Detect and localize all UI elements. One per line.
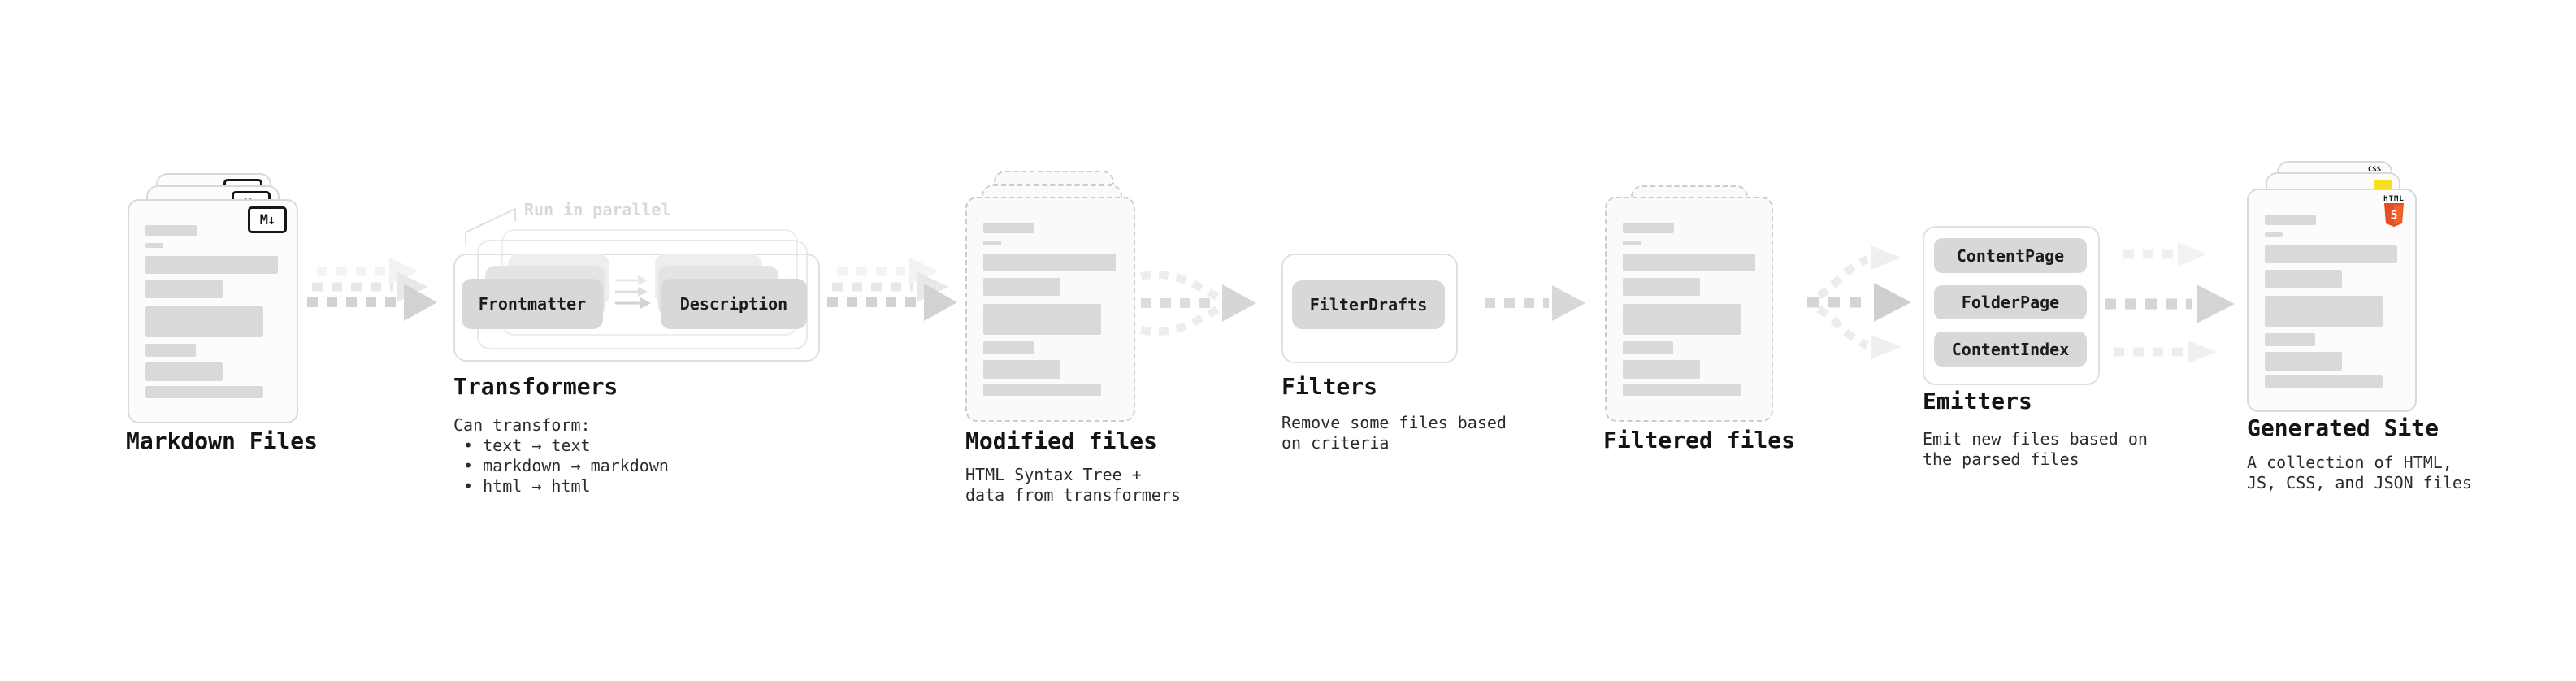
text-line-bar xyxy=(145,256,278,274)
html5-icon: HTML 5 xyxy=(2382,195,2406,228)
content-page-node: ContentPage xyxy=(1934,238,2087,273)
text-line-bar xyxy=(1623,223,1674,233)
arrow-filtered-to-emitters xyxy=(1807,245,1911,359)
text-line-bar xyxy=(983,360,1060,379)
text-line-bar xyxy=(1623,254,1755,271)
text-line-bar xyxy=(2265,215,2316,225)
modified-files-notes: HTML Syntax Tree + data from transformer… xyxy=(965,465,1181,505)
transformers-label: Transformers xyxy=(453,373,618,400)
text-line-bar xyxy=(2265,375,2383,388)
description-node: Description xyxy=(661,279,807,329)
generated-site-label: Generated Site xyxy=(2247,414,2439,441)
run-in-parallel-leader-line xyxy=(465,207,516,245)
folder-page-node: FolderPage xyxy=(1934,285,2087,319)
filters-outline xyxy=(1281,254,1458,363)
text-line-bar xyxy=(1623,241,1641,245)
js-icon xyxy=(2374,180,2392,190)
text-line-bar xyxy=(1623,360,1700,379)
text-line-bar xyxy=(983,278,1060,296)
text-line-bar xyxy=(145,362,223,381)
filter-drafts-node: FilterDrafts xyxy=(1292,280,1445,329)
text-line-bar xyxy=(2265,245,2397,263)
run-in-parallel-annotation: Run in parallel xyxy=(524,200,671,219)
arrow-frontmatter-to-description xyxy=(615,275,651,309)
text-line-bar xyxy=(2265,296,2383,327)
text-line-bar xyxy=(983,304,1101,335)
text-line-bar xyxy=(983,241,1001,245)
text-line-bar xyxy=(145,306,263,337)
arrow-modified-to-filters xyxy=(1139,270,1256,336)
text-line-bar xyxy=(2265,352,2342,371)
file-card-site-front: HTML 5 xyxy=(2247,189,2417,412)
markdown-files-label: Markdown Files xyxy=(126,427,319,454)
text-line-bar xyxy=(983,254,1116,271)
arrow-emitters-to-site xyxy=(2105,242,2235,363)
modified-files-label: Modified files xyxy=(965,427,1158,454)
css-icon-label: CSS xyxy=(2367,166,2382,174)
text-line-bar xyxy=(145,225,197,236)
frontmatter-node: Frontmatter xyxy=(462,279,603,329)
text-line-bar xyxy=(145,280,223,298)
emitters-notes: Emit new files based on the parsed files xyxy=(1923,429,2148,469)
text-line-bar xyxy=(983,223,1034,233)
arrow-markdown-to-transformers xyxy=(307,258,437,321)
text-line-bar xyxy=(145,386,263,398)
content-index-node: ContentIndex xyxy=(1934,332,2087,367)
text-line-bar xyxy=(1623,278,1700,296)
filters-label: Filters xyxy=(1281,373,1378,400)
file-card-filtered-front xyxy=(1605,197,1773,422)
text-line-bar xyxy=(2265,232,2283,237)
text-line-bar xyxy=(2265,333,2315,346)
text-line-bar xyxy=(983,384,1101,396)
transformers-notes: Can transform: • text → text • markdown … xyxy=(453,415,669,496)
text-line-bar xyxy=(1623,304,1741,335)
markdown-icon: M↓ xyxy=(248,206,287,233)
file-card-markdown-front: M↓ xyxy=(128,199,298,423)
filters-notes: Remove some files based on criteria xyxy=(1281,413,1507,453)
emitters-label: Emitters xyxy=(1923,388,2032,414)
text-line-bar xyxy=(145,344,196,357)
html5-shield: 5 xyxy=(2384,203,2404,227)
emitters-outline xyxy=(1923,226,2100,385)
html5-icon-word: HTML xyxy=(2383,195,2405,203)
file-card-modified-front xyxy=(965,197,1135,422)
generated-site-notes: A collection of HTML, JS, CSS, and JSON … xyxy=(2247,453,2472,492)
svg-text:5: 5 xyxy=(2390,208,2397,223)
text-line-bar xyxy=(145,243,163,248)
transformer-layer-outline xyxy=(453,254,820,362)
arrow-filters-to-filtered xyxy=(1485,285,1585,321)
text-line-bar xyxy=(1623,341,1673,354)
text-line-bar xyxy=(1623,384,1741,396)
text-line-bar xyxy=(2265,270,2342,288)
arrow-transformers-to-modified xyxy=(827,258,957,321)
text-line-bar xyxy=(983,341,1034,354)
filtered-files-label: Filtered files xyxy=(1603,427,1796,453)
